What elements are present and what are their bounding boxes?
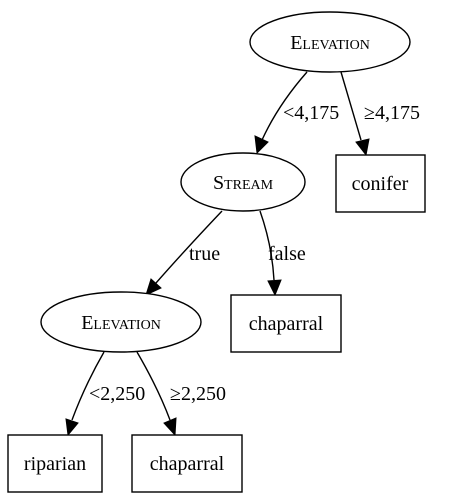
edge-label-root-to-conifer: ≥4,175 xyxy=(364,102,420,124)
node-chaparral-high-label: chaparral xyxy=(150,453,225,475)
node-elevation-root-label: Elevation xyxy=(290,32,370,54)
edge-elevation-to-riparian xyxy=(65,351,105,437)
edge-label-stream-to-elevation: true xyxy=(189,243,220,265)
node-stream-label: Stream xyxy=(213,172,274,194)
node-conifer-label: conifer xyxy=(352,173,409,195)
edge-label-root-to-stream: <4,175 xyxy=(283,102,339,124)
edge-stream-to-chaparral xyxy=(259,210,282,297)
edge-root-to-conifer xyxy=(340,71,370,157)
node-chaparral-high: chaparral xyxy=(131,434,243,493)
edge-stream-to-elevation xyxy=(145,210,223,296)
node-riparian: riparian xyxy=(7,434,103,493)
node-conifer: conifer xyxy=(335,154,426,213)
edge-label-stream-to-chaparral: false xyxy=(268,243,306,265)
node-chaparral-false-label: chaparral xyxy=(249,313,324,335)
node-elevation-low: Elevation xyxy=(40,291,202,353)
node-elevation-root: Elevation xyxy=(249,11,411,73)
edge-label-elevation-to-riparian: <2,250 xyxy=(89,383,145,405)
edge-label-elevation-to-chaparral: ≥2,250 xyxy=(170,383,226,405)
node-stream: Stream xyxy=(180,152,306,212)
edge-elevation-to-chaparral xyxy=(136,351,177,437)
node-riparian-label: riparian xyxy=(24,453,86,475)
node-elevation-low-label: Elevation xyxy=(81,312,161,334)
node-chaparral-false: chaparral xyxy=(230,294,342,353)
edge-root-to-stream xyxy=(254,71,308,155)
